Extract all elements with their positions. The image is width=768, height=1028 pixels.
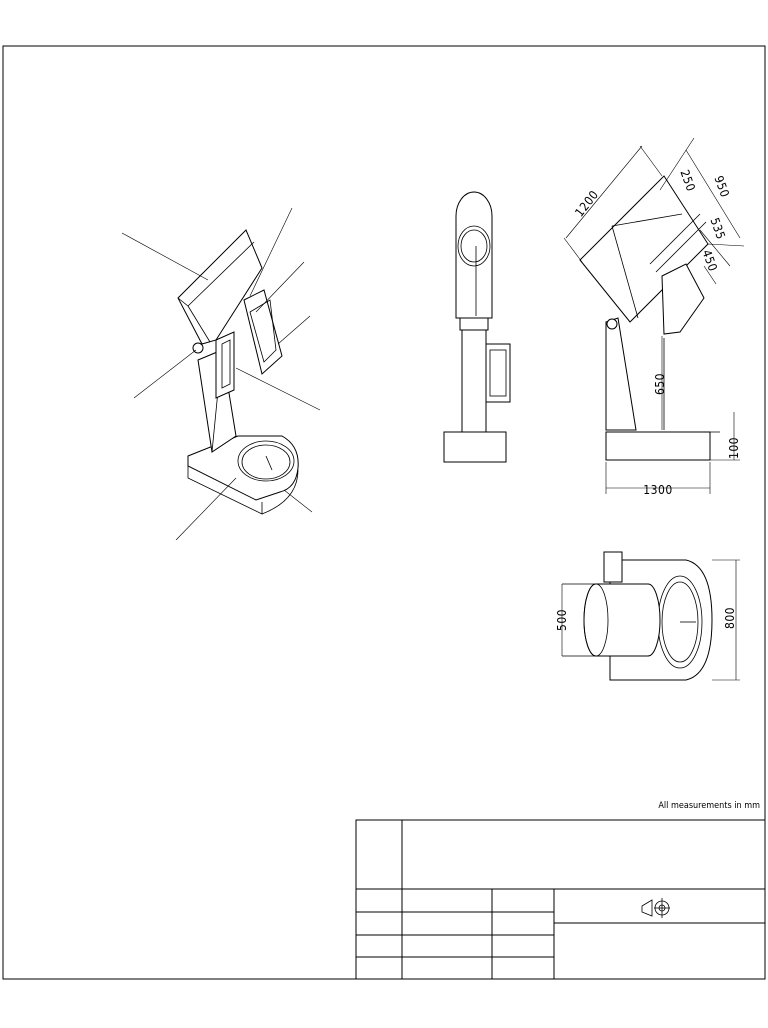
front-view xyxy=(443,191,511,463)
top-view xyxy=(561,551,740,681)
measurement-note: All measurements in mm xyxy=(658,801,760,811)
projection-symbol xyxy=(641,898,670,918)
dim-tray-width: 450 xyxy=(699,248,720,274)
isometric-view xyxy=(121,207,321,541)
dim-arm-offset: 250 xyxy=(677,168,698,194)
dim-base-length: 1300 xyxy=(643,483,672,497)
dim-arm-length: 1200 xyxy=(572,188,601,220)
sheet-border xyxy=(2,45,766,980)
dim-top-width: 500 xyxy=(555,609,569,631)
side-view xyxy=(563,137,745,494)
dim-arm-height: 950 xyxy=(711,174,732,200)
dim-base-height: 100 xyxy=(727,437,741,459)
dim-top-depth: 800 xyxy=(723,607,737,629)
title-block xyxy=(355,819,766,980)
dim-tray-depth: 535 xyxy=(707,216,728,242)
dim-column-height: 650 xyxy=(653,373,667,395)
